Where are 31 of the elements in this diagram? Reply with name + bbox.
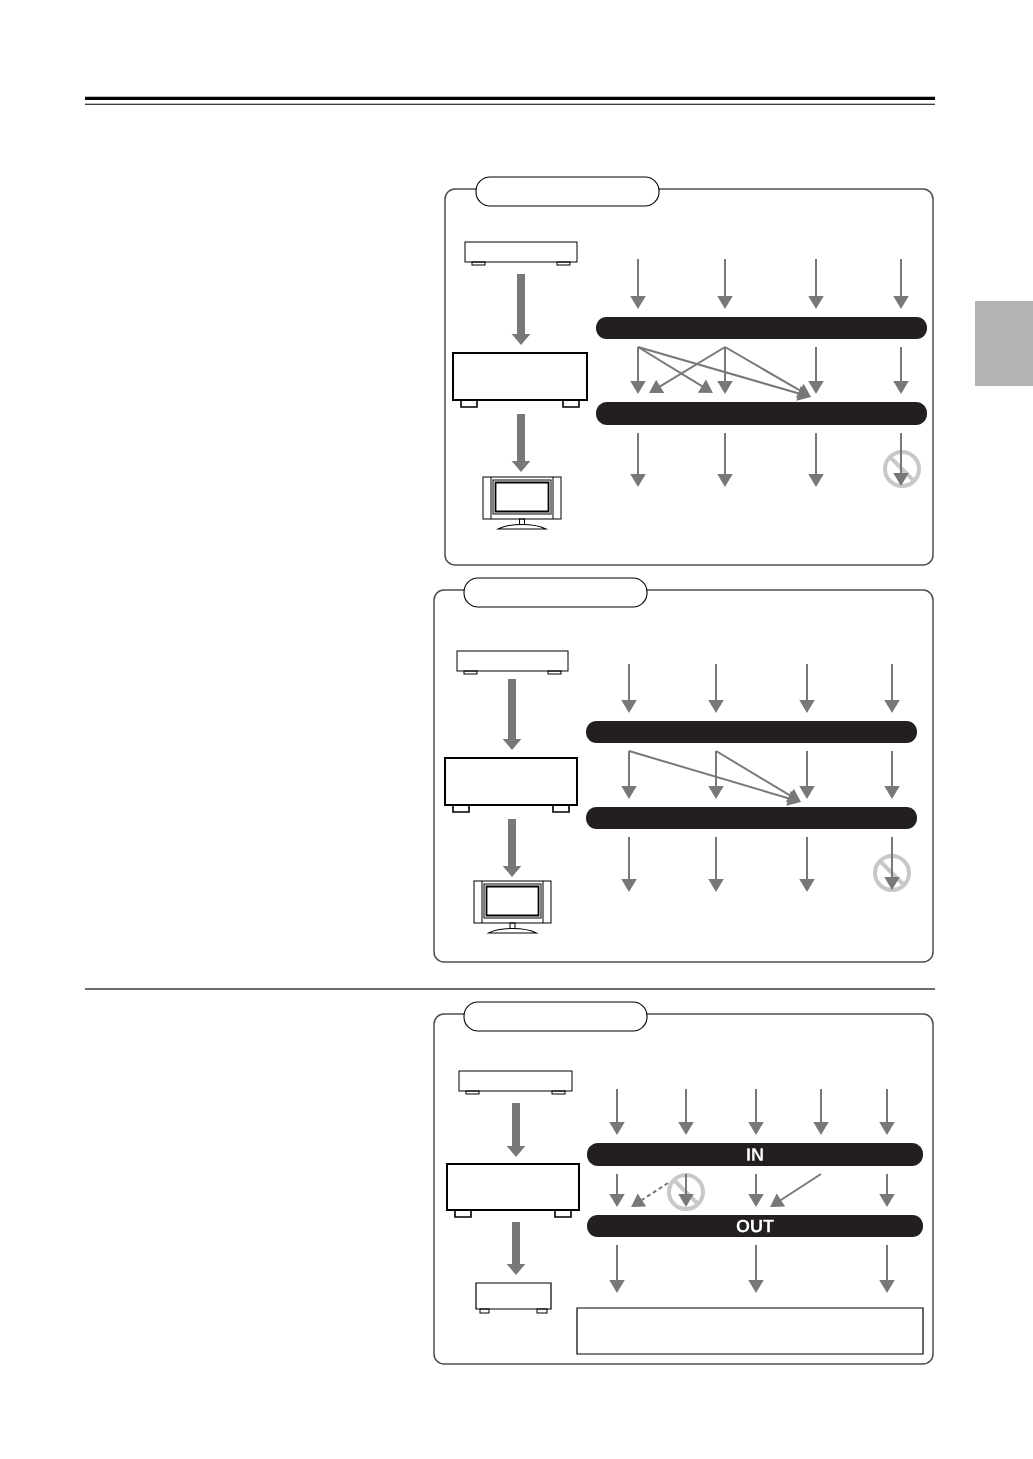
pill-bar	[586, 807, 917, 829]
device-drawing	[458, 1070, 573, 1095]
arrow	[637, 346, 713, 393]
device-drawing	[456, 650, 569, 675]
title-tab	[463, 577, 648, 608]
arrow	[770, 1173, 822, 1207]
device-drawing	[446, 1163, 580, 1218]
pill-bar: OUT	[587, 1215, 923, 1237]
rounded-panel	[433, 589, 934, 963]
title-tab	[475, 176, 660, 207]
arrow	[649, 346, 726, 393]
pill-bar	[586, 721, 917, 743]
rounded-panel	[444, 188, 934, 566]
arrow	[715, 750, 801, 802]
rounded-panel	[433, 1013, 934, 1365]
device-drawing	[464, 241, 578, 266]
dashed-arrow	[631, 1182, 669, 1207]
pill-bar	[596, 402, 927, 425]
arrow	[724, 346, 811, 398]
device-drawing	[452, 352, 588, 408]
tv-drawing	[473, 880, 552, 934]
pill-bar	[596, 317, 927, 339]
note-box	[576, 1307, 924, 1355]
device-drawing	[475, 1282, 552, 1314]
prohibited-icon	[883, 450, 921, 488]
pill-bar: IN	[587, 1143, 923, 1166]
device-drawing	[444, 757, 578, 813]
prohibited-icon	[873, 854, 911, 892]
title-tab	[463, 1001, 648, 1032]
prohibited-icon	[667, 1173, 705, 1211]
tv-drawing	[482, 476, 562, 530]
